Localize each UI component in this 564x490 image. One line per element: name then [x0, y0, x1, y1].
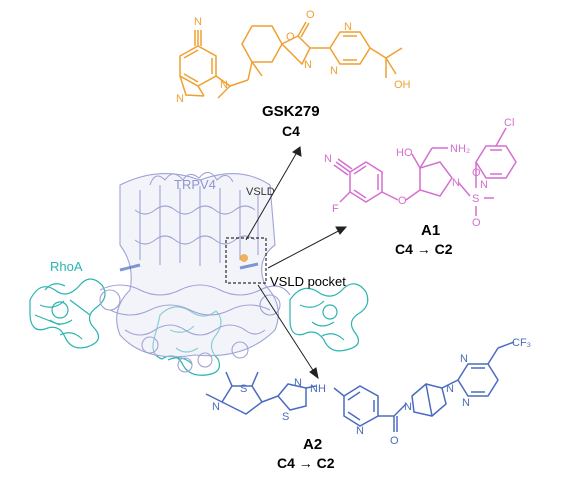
a2-atom-n-thz2: N: [294, 377, 302, 389]
arrow-to-a2: [257, 284, 319, 379]
a1-atom-ho: HO: [396, 147, 413, 159]
rhoa-left-domain: [29, 278, 106, 349]
a2-atom-n-pyridine: N: [356, 425, 364, 437]
a2-atom-s-thz1: S: [240, 383, 247, 395]
a1-state: C4 → C2: [395, 241, 453, 257]
rhoa-right-domain: [289, 283, 369, 352]
a1-atom-o-upper: O: [472, 167, 481, 179]
a2-atom-n-amide: N: [404, 401, 412, 413]
a1-atom-n-nitrile: N: [324, 153, 332, 165]
arrowhead-gsk279: [292, 146, 302, 157]
a1-atom-o-lower: O: [472, 217, 481, 229]
arrows: [245, 146, 348, 380]
trpv4-blue-helices: [119, 262, 259, 272]
a1-atom-n-pyrrolidine: N: [452, 177, 460, 189]
a1-structure: [333, 127, 517, 216]
gsk279-atom-oh: OH: [394, 79, 411, 91]
gsk279-structure: [179, 21, 403, 99]
arrowhead-a2: [309, 367, 319, 380]
vsld-pocket-label: VSLD pocket: [270, 274, 346, 289]
gsk279-atom-n2: N: [220, 79, 228, 91]
vsld-pocket-box: [225, 237, 267, 284]
a1-atom-f: F: [332, 203, 339, 215]
trpv4-channel: [99, 171, 291, 373]
a1-name: A1: [421, 222, 441, 239]
a2-atom-nh: NH: [310, 383, 326, 395]
gsk279-atom-o-carbonyl: O: [306, 9, 315, 21]
a2-structure: [205, 341, 515, 432]
a2-atom-n-pym2: N: [462, 397, 470, 409]
vsld-label: VSLD: [246, 186, 275, 198]
a2-atom-n-thz1: N: [212, 401, 220, 413]
gsk279-atom-n1: N: [176, 93, 184, 105]
a2-atom-n-pym1: N: [460, 353, 468, 365]
a2-atoms: N S N S NH N O N N N N CF₃: [212, 337, 531, 447]
a2-state: C4 → C2: [277, 455, 335, 471]
arrow-to-a1: [267, 226, 347, 269]
a1-atom-s: S: [472, 193, 479, 205]
gsk279-atom-n-oxaz: N: [304, 59, 312, 71]
gsk279-atoms: N N N O O N N N OH: [176, 9, 411, 105]
a1-atom-o: O: [398, 195, 407, 207]
gsk279-atom-o-ring: O: [286, 31, 295, 43]
gsk279-atom-n-pyz2: N: [330, 65, 338, 77]
a1-atom-cl: Cl: [504, 117, 514, 129]
rhoa-label: RhoA: [50, 259, 83, 274]
a1-atoms: N F O HO NH₂ N S O O N Cl: [324, 117, 514, 229]
gsk279-atom-n-pyz1: N: [344, 21, 352, 33]
pocket-ligand: [240, 254, 248, 262]
gsk279-state: C4: [282, 123, 300, 139]
a2-atom-cf3: CF₃: [512, 337, 531, 349]
a2-atom-o: O: [390, 435, 399, 447]
a1-atom-nh2: NH₂: [450, 143, 470, 155]
a2-atom-n-bicyclic: N: [446, 383, 454, 395]
arrow-to-gsk279: [245, 146, 301, 241]
gsk279-name: GSK279: [262, 103, 320, 120]
trpv4-label: TRPV4: [174, 177, 216, 192]
a2-atom-s-thz2: S: [282, 411, 289, 423]
a2-name: A2: [303, 436, 323, 453]
trpv4-rhoa-structure: [29, 171, 369, 376]
arrowhead-a1: [335, 226, 348, 235]
a1-atom-n-pyridine: N: [480, 179, 488, 191]
gsk279-atom-n-nitrile: N: [194, 16, 202, 28]
